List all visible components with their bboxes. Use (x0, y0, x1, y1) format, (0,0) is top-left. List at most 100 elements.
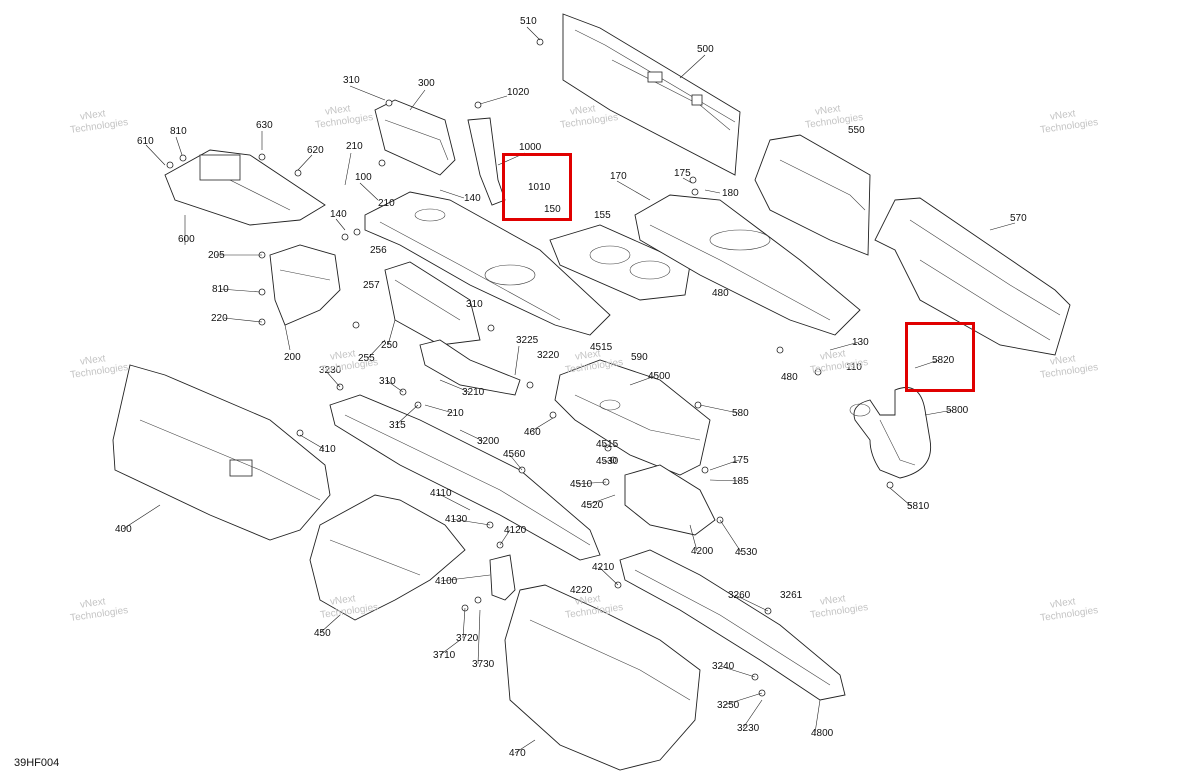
leader-line (436, 492, 471, 511)
part-label-3220: 3220 (537, 350, 560, 361)
leader-line (514, 345, 520, 376)
part-label-205: 205 (208, 250, 225, 261)
part-label-220: 220 (211, 313, 228, 324)
part-label-300: 300 (418, 78, 435, 89)
part-label-4220: 4220 (570, 585, 593, 596)
part-label-310: 310 (343, 75, 360, 86)
leader-line (742, 699, 763, 729)
leader-line (145, 144, 166, 166)
part-label-3730: 3730 (472, 659, 495, 670)
leader-line (219, 288, 261, 293)
leader-line (387, 319, 396, 346)
part-label-4200: 4200 (691, 546, 714, 557)
part-label-257: 257 (363, 280, 380, 291)
highlight-box-part-5820 (905, 322, 975, 392)
leader-line (479, 95, 508, 105)
part-label-185: 185 (732, 476, 749, 487)
part-label-610: 610 (137, 136, 154, 147)
highlight-box-part-1010 (502, 153, 572, 221)
part-label-310: 310 (466, 299, 483, 310)
leader-line (284, 324, 291, 351)
part-3210-bracket (419, 339, 521, 396)
part-label-180: 180 (722, 188, 739, 199)
leader-line (319, 614, 341, 634)
part-label-590: 590 (631, 352, 648, 363)
part-150-cup-holder (549, 224, 691, 301)
part-label-4530: 4530 (735, 547, 758, 558)
part-label-3230: 3230 (737, 723, 760, 734)
part-label-810: 810 (212, 284, 229, 295)
part-label-1000: 1000 (519, 142, 542, 153)
leader-line (385, 379, 404, 393)
part-470-panel (504, 584, 701, 771)
part-1000-bracket (467, 117, 506, 206)
part-label-580: 580 (732, 408, 749, 419)
part-label-460: 460 (524, 427, 541, 438)
leader-line (598, 566, 619, 586)
leader-line (367, 339, 386, 359)
hardware-fasteners (166, 38, 894, 697)
leader-line (989, 222, 1016, 231)
leader-line (344, 152, 352, 186)
leader-line (586, 494, 616, 506)
part-label-210: 210 (346, 141, 363, 152)
part-label-5820: 5820 (932, 355, 955, 366)
part-400-panel (112, 364, 331, 541)
part-label-570: 570 (1010, 213, 1027, 224)
leader-line (699, 404, 739, 414)
part-label-3261: 3261 (780, 590, 803, 601)
part-label-3710: 3710 (433, 650, 456, 661)
part-label-5800: 5800 (946, 405, 969, 416)
part-label-1020: 1020 (507, 87, 530, 98)
leader-line (719, 665, 756, 678)
leader-line (439, 379, 470, 393)
leader-line (629, 375, 656, 386)
leader-line (829, 341, 860, 351)
part-5800-duct (849, 387, 932, 479)
part-label-5810: 5810 (907, 501, 930, 512)
part-label-3250: 3250 (717, 700, 740, 711)
part-label-130: 130 (852, 337, 869, 348)
part-label-315: 315 (389, 420, 406, 431)
part-label-480: 480 (781, 372, 798, 383)
part-label-3260: 3260 (728, 590, 751, 601)
leader-line (462, 607, 466, 639)
part-label-170: 170 (610, 171, 627, 182)
leader-line (723, 692, 763, 706)
part-label-600: 600 (178, 234, 195, 245)
part-600-tray (164, 149, 326, 226)
leader-line (734, 594, 769, 612)
part-label-175: 175 (732, 455, 749, 466)
leader-line (451, 518, 491, 526)
leader-line (440, 574, 491, 582)
part-label-175: 175 (674, 168, 691, 179)
part-170-console (634, 194, 861, 336)
leader-line (576, 481, 607, 485)
part-label-3210: 3210 (462, 387, 485, 398)
part-label-4515: 4515 (596, 439, 619, 450)
part-570-panel (874, 197, 1071, 356)
part-450-panel (309, 494, 466, 621)
leader-line (299, 434, 325, 450)
leader-line (914, 359, 940, 369)
part-label-3225: 3225 (516, 335, 539, 346)
leader-line (719, 519, 742, 553)
leader-line (529, 417, 554, 433)
part-label-4800: 4800 (811, 728, 834, 739)
part-label-4120: 4120 (504, 525, 527, 536)
leader-line (889, 487, 912, 507)
part-label-480: 480 (712, 288, 729, 299)
leader-line (325, 370, 341, 388)
part-label-3200: 3200 (477, 436, 500, 447)
leader-line (602, 459, 614, 463)
part-3200-rail (329, 394, 601, 561)
part-550-panel (754, 134, 871, 256)
part-300-console (374, 99, 456, 176)
part-label-155: 155 (594, 210, 611, 221)
part-200-bracket (269, 244, 341, 326)
part-label-550: 550 (848, 125, 865, 136)
leader-line (359, 182, 379, 201)
part-label-210: 210 (378, 198, 395, 209)
leader-line (439, 189, 465, 199)
